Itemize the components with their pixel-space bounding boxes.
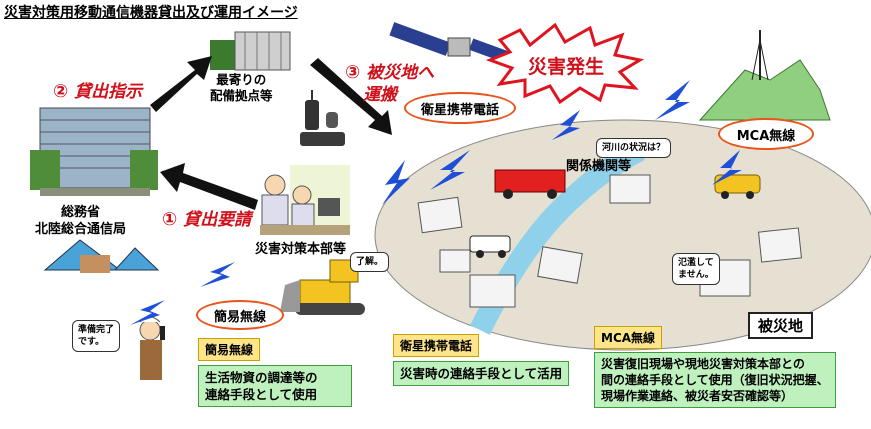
hq-label: 災害対策本部等 — [255, 242, 347, 257]
bubble-river: 河川の状況は？ — [596, 138, 672, 158]
agencies-label: 関係機関等 — [566, 159, 632, 174]
depot-label-line1: 最寄りの — [216, 72, 267, 87]
worker-with-radio — [139, 316, 165, 380]
flow-arrows — [150, 56, 392, 210]
radio-waves — [130, 80, 742, 325]
ministry-label-line2: 北陸総合通信局 — [35, 222, 127, 237]
disaster-banner-text: 災害発生 — [528, 56, 605, 78]
step1-number: ① — [162, 209, 178, 230]
collapsed-buildings — [417, 174, 803, 308]
step3-text2: 運搬 — [363, 85, 397, 105]
ministry-label: 総務省 北陸総合通信局 — [35, 204, 126, 238]
step3-text: 被災地へ — [366, 63, 435, 83]
ministry-building — [30, 107, 158, 196]
info-box-satellite-phone: 衛星携帯電話 災害時の連絡手段として活用 — [393, 334, 570, 386]
info-box-mca-radio: MCA無線 災害復旧現場や現地災害対策本部との 間の連絡手段として使用（復旧状況… — [594, 326, 836, 408]
satellite-phone-oval: 衛星携帯電話 — [404, 92, 516, 124]
hq-operators — [260, 165, 350, 235]
step1-label: ① 貸出要請 — [162, 205, 251, 230]
radio-equipment — [300, 90, 345, 146]
disaster-burst — [485, 22, 645, 105]
info-box-simple-radio: 簡易無線 生活物資の調達等の 連絡手段として使用 — [198, 338, 352, 407]
step2-number: ② — [53, 81, 69, 102]
ministry-label-line1: 総務省 — [61, 205, 101, 220]
info-box-title: MCA無線 — [594, 326, 663, 349]
arrow-step2 — [150, 56, 212, 112]
info-box-title: 簡易無線 — [198, 338, 261, 361]
page-title: 災害対策用移動通信機器貸出及び運用イメージ — [4, 5, 298, 21]
info-box-body: 生活物資の調達等の 連絡手段として使用 — [198, 365, 352, 407]
police-car — [469, 235, 511, 258]
mountain-tower — [698, 30, 831, 121]
step2-text: 貸出指示 — [74, 82, 143, 102]
fire-truck — [494, 169, 566, 199]
step2-label: ② 貸出指示 — [53, 77, 142, 102]
depot-label: 最寄りの 配備拠点等 — [210, 72, 273, 104]
relief-tent — [43, 239, 160, 273]
bulldozer — [280, 259, 365, 315]
info-box-body: 災害復旧現場や現地災害対策本部との 間の連絡手段として使用（復旧状況把握、 現場… — [594, 352, 836, 408]
step1-text: 貸出要請 — [183, 210, 252, 230]
bubble-flooding: 氾濫して ません。 — [672, 253, 720, 285]
depot-label-line2: 配備拠点等 — [210, 88, 273, 103]
car — [714, 174, 761, 199]
info-box-title: 衛星携帯電話 — [393, 334, 480, 357]
info-box-body: 災害時の連絡手段として活用 — [393, 361, 570, 386]
disaster-area-label: 被災地 — [748, 312, 814, 339]
depot-building — [210, 31, 291, 71]
step3-number: ③ — [345, 62, 361, 83]
arrow-step3 — [310, 58, 392, 135]
arrow-step1 — [160, 163, 258, 210]
mca-radio-oval: MCA無線 — [718, 118, 814, 150]
satellite — [389, 22, 511, 64]
bubble-ready: 準備完了 です。 — [72, 320, 121, 352]
bubble-ok: 了解。 — [350, 252, 390, 272]
step3-label: ③ 被災地へ 運搬 — [345, 62, 434, 106]
simple-radio-oval: 簡易無線 — [196, 300, 284, 330]
